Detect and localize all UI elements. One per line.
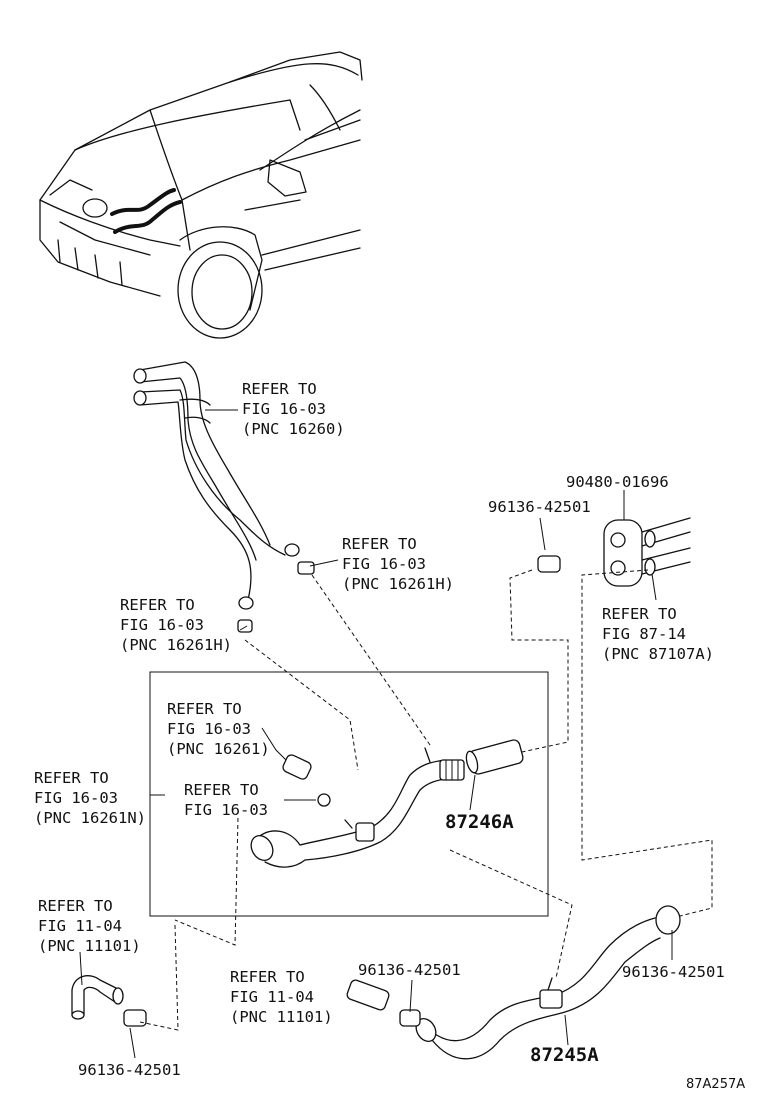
label-ref-clip: REFER TO FIG 16-03 xyxy=(184,781,268,819)
svg-text:FIG 87-14: FIG 87-14 xyxy=(602,625,686,643)
part-hose-upper-label: 87246A xyxy=(445,811,514,833)
svg-text:FIG 16-03: FIG 16-03 xyxy=(120,616,204,634)
label-ref-clamp-right: REFER TO FIG 16-03 (PNC 16261H) xyxy=(342,535,454,593)
svg-text:REFER TO: REFER TO xyxy=(242,380,317,398)
clamp-16261h-left xyxy=(237,619,253,633)
svg-text:FIG 16-03: FIG 16-03 xyxy=(34,789,118,807)
part-clamp-right-label: 96136-42501 xyxy=(622,963,725,981)
clip-16-03 xyxy=(317,793,331,807)
svg-text:(PNC 11101): (PNC 11101) xyxy=(38,937,141,955)
svg-text:REFER TO: REFER TO xyxy=(602,605,677,623)
clamp-16261h-right xyxy=(297,561,315,575)
svg-text:REFER TO: REFER TO xyxy=(38,897,113,915)
svg-text:REFER TO: REFER TO xyxy=(34,769,109,787)
svg-text:REFER TO: REFER TO xyxy=(167,700,242,718)
svg-text:REFER TO: REFER TO xyxy=(120,596,195,614)
label-ref-engine-left: REFER TO FIG 11-04 (PNC 11101) xyxy=(38,897,141,955)
joint-16261 xyxy=(282,754,312,780)
svg-text:FIG 16-03: FIG 16-03 xyxy=(167,720,251,738)
hose-87245a-assembly xyxy=(346,905,681,1060)
hose-87246a-assembly xyxy=(250,739,524,868)
detail-box xyxy=(149,671,549,917)
label-ref-upper-hose: REFER TO FIG 16-03 (PNC 16260) xyxy=(242,380,345,438)
label-ref-grommet-pipe: REFER TO FIG 87-14 (PNC 87107A) xyxy=(602,605,714,663)
part-clamp-left-label: 96136-42501 xyxy=(78,1061,181,1079)
svg-text:FIG 16-03: FIG 16-03 xyxy=(342,555,426,573)
part-clamp-top-label: 96136-42501 xyxy=(488,498,591,516)
label-ref-clamp-left: REFER TO FIG 16-03 (PNC 16261H) xyxy=(120,596,232,654)
flow-dashes xyxy=(139,569,713,1031)
svg-text:(PNC 16261): (PNC 16261) xyxy=(167,740,270,758)
figure-reference-code: 87A257A xyxy=(686,1077,745,1092)
svg-text:FIG 16-03: FIG 16-03 xyxy=(242,400,326,418)
upper-twin-hose xyxy=(133,361,315,633)
svg-text:FIG 11-04: FIG 11-04 xyxy=(230,988,314,1006)
svg-text:(PNC 16261N): (PNC 16261N) xyxy=(34,809,146,827)
car-illustration xyxy=(39,51,363,339)
svg-text:REFER TO: REFER TO xyxy=(184,781,259,799)
label-ref-joint: REFER TO FIG 16-03 (PNC 16261) xyxy=(167,700,270,758)
leader-lines xyxy=(79,409,673,1059)
grommet-assembly xyxy=(537,517,691,587)
svg-text:FIG 11-04: FIG 11-04 xyxy=(38,917,122,935)
engine-fitting-left xyxy=(71,975,147,1027)
svg-text:(PNC 11101): (PNC 11101) xyxy=(230,1008,333,1026)
part-hose-lower-label: 87245A xyxy=(530,1044,599,1066)
part-clamp-center-label: 96136-42501 xyxy=(358,961,461,979)
svg-text:(PNC 16261H): (PNC 16261H) xyxy=(342,575,454,593)
svg-text:(PNC 16261H): (PNC 16261H) xyxy=(120,636,232,654)
label-ref-engine-center: REFER TO FIG 11-04 (PNC 11101) xyxy=(230,968,333,1026)
svg-text:(PNC 16260): (PNC 16260) xyxy=(242,420,345,438)
svg-text:REFER TO: REFER TO xyxy=(230,968,305,986)
svg-text:FIG 16-03: FIG 16-03 xyxy=(184,801,268,819)
svg-text:REFER TO: REFER TO xyxy=(342,535,417,553)
svg-text:(PNC 87107A): (PNC 87107A) xyxy=(602,645,714,663)
label-ref-left-box: REFER TO FIG 16-03 (PNC 16261N) xyxy=(34,769,146,827)
part-grommet-label: 90480-01696 xyxy=(566,473,669,491)
